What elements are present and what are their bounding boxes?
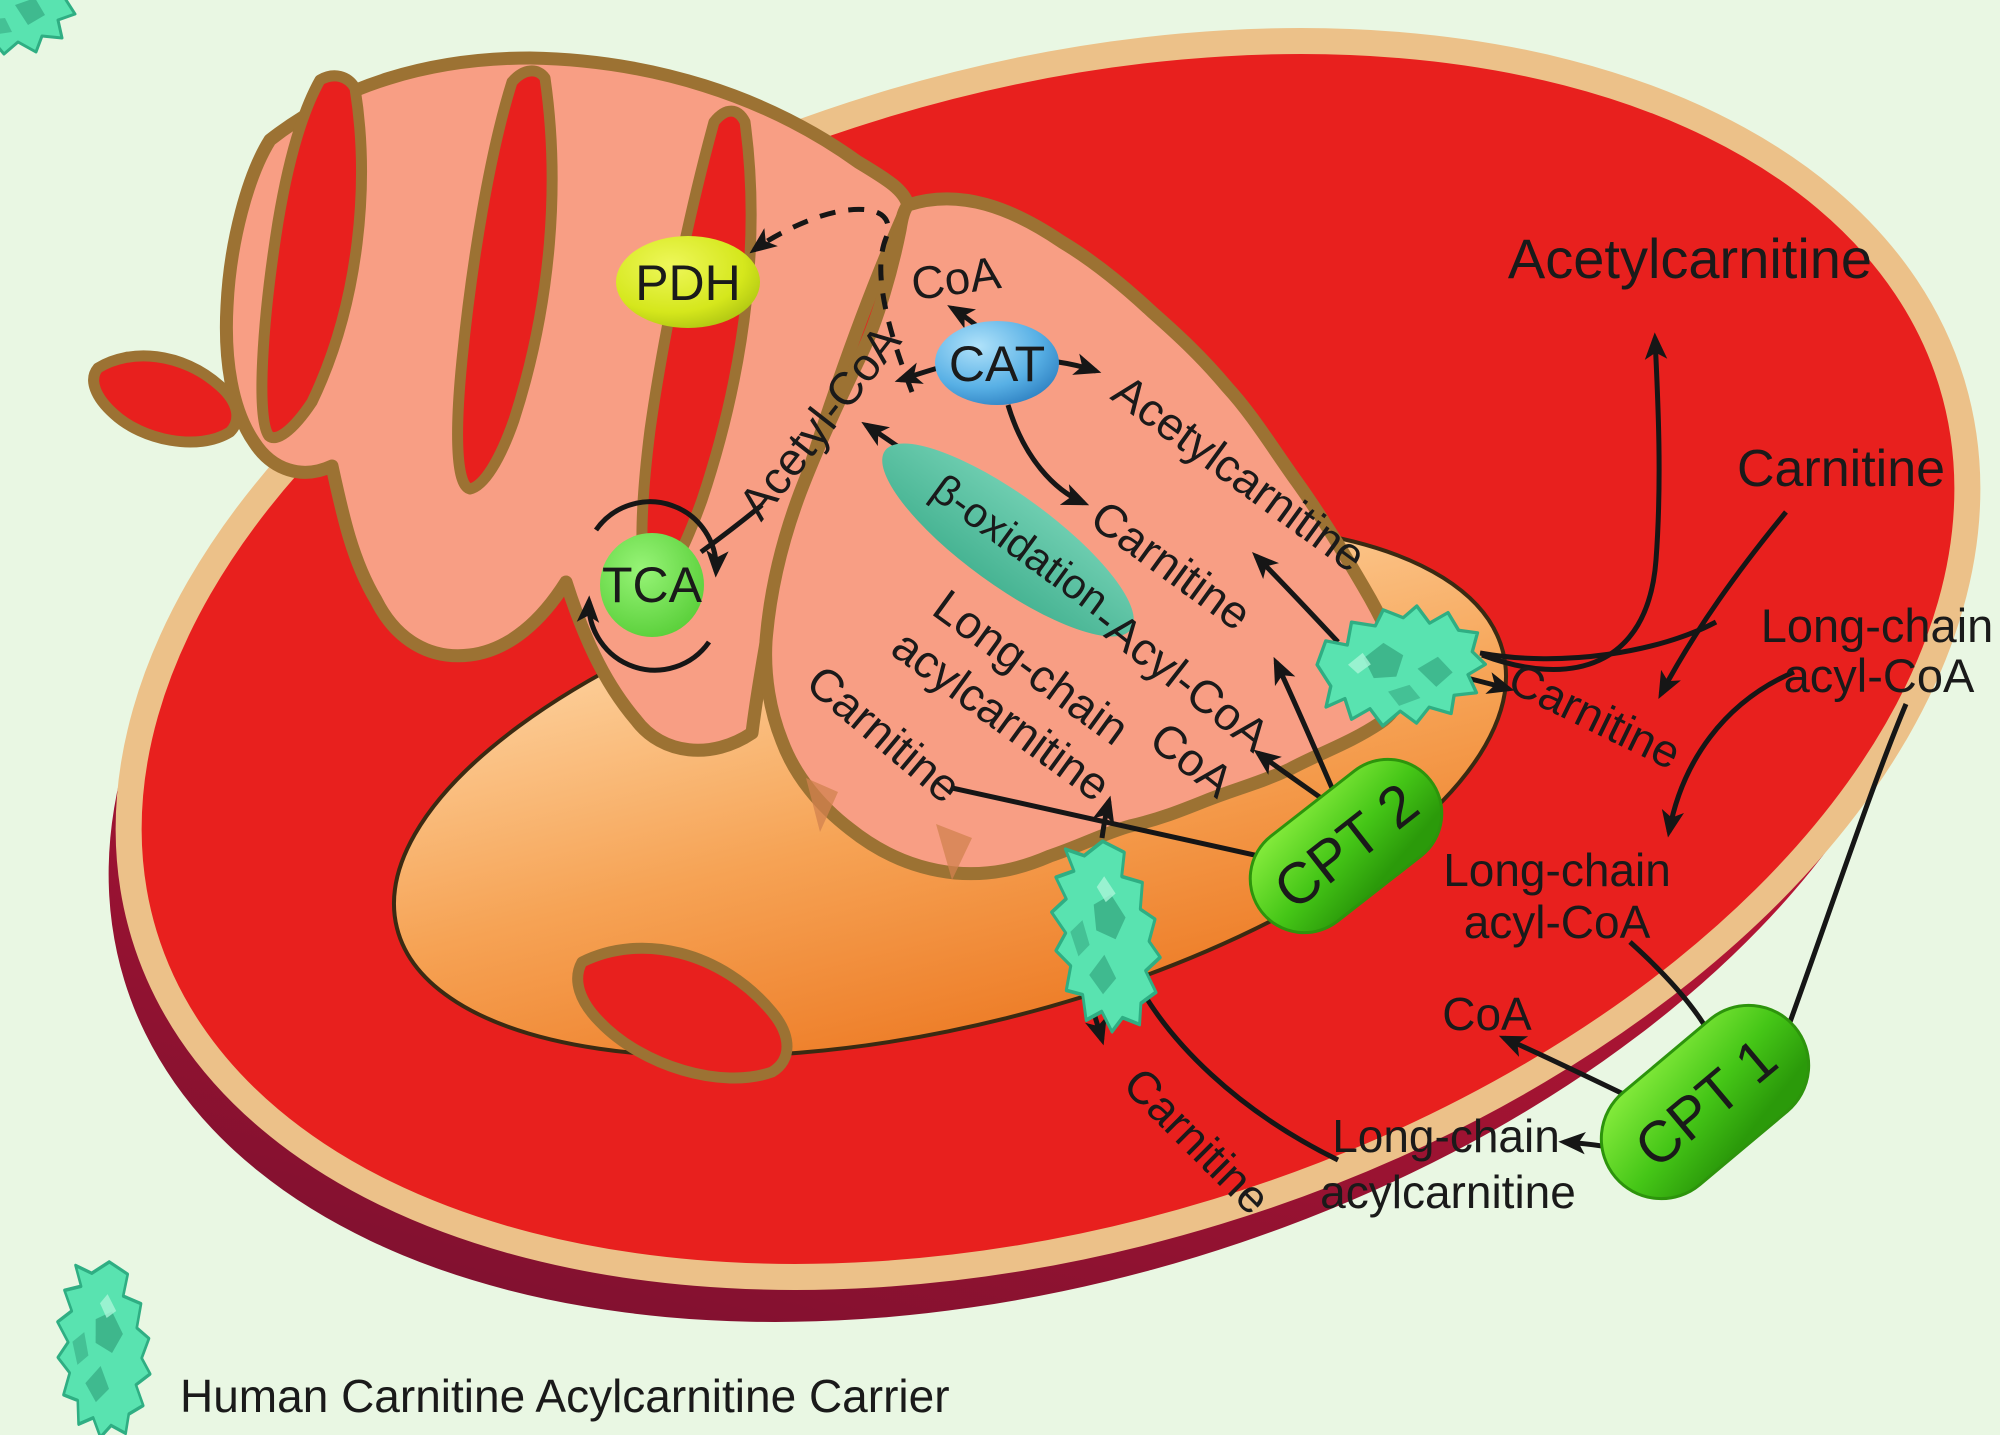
cat-label: CAT — [949, 336, 1045, 392]
matrix-notch — [806, 778, 838, 832]
arrow-lc-acylcoa-cytosol-in — [1661, 669, 1795, 838]
tca-label: TCA — [602, 557, 703, 613]
label-lc-acylcarnitine-ims-line1: Long-chain — [1332, 1110, 1560, 1162]
tca-cycle-arrow-top — [593, 499, 729, 578]
arrow-carrier-to-carnitine-matrix — [1252, 552, 1340, 644]
label-long-chain-ims: Long-chain — [1443, 844, 1671, 896]
matrix-chamber — [759, 192, 1409, 881]
tca-enzyme — [600, 533, 704, 637]
enzymes: PDH TCA CAT β-oxidation CPT 2 CPT 1 — [600, 236, 1811, 1201]
label-carnitine-cytosol: Carnitine — [1737, 440, 1945, 498]
arrow-cat-to-acetylcarnitine — [1057, 353, 1102, 375]
arrow-carrier-to-lc-acylcarnitine-matrix — [1092, 795, 1115, 839]
label-acyl-coa-ims: acyl-CoA — [1464, 896, 1651, 948]
label-lc-acylcarnitine-ims-line2: acylcarnitine — [1320, 1166, 1576, 1218]
arrow-cat-to-acetylcoa — [894, 362, 939, 384]
carnitine-acylcarnitine-carrier-legend-icon — [46, 1256, 161, 1435]
arrow-export-acetylcarnitine — [1481, 332, 1668, 672]
carrier-proteins — [0, 0, 1496, 1435]
line-acetylcoa-to-tca — [699, 503, 764, 555]
cat-enzyme — [935, 321, 1059, 405]
label-acetylcarnitine-cytosol: Acetylcarnitine — [1508, 227, 1872, 290]
arrow-acetylcoa-to-pdh — [749, 206, 915, 393]
line-carnitine-to-carrier — [1479, 619, 1718, 662]
legend-label: Human Carnitine Acylcarnitine Carrier — [180, 1370, 950, 1422]
label-coa-ims: CoA — [1442, 988, 1532, 1040]
pdh-enzyme — [616, 236, 760, 328]
beta-oxidation-enzyme — [882, 443, 1134, 637]
label-coa-matrix-top: CoA — [908, 246, 1004, 310]
cpt2-enzyme: CPT 2 — [1248, 757, 1444, 935]
legend: Human Carnitine Acylcarnitine Carrier — [180, 1370, 950, 1422]
matrix-notch — [936, 824, 972, 880]
label-acyl-coa-cytosol: acyl-CoA — [1784, 649, 1975, 702]
cpt1-enzyme: CPT 1 — [1599, 1003, 1811, 1201]
arrow-cat-to-carnitine — [1005, 404, 1090, 506]
tca-cycle-arrow-bottom — [576, 595, 712, 673]
line-cytosol-lc-acylcoa-to-cpt1 — [1771, 703, 1909, 1067]
arrow-cpt2-to-acylcoa — [1273, 656, 1335, 789]
pdh-label: PDH — [635, 255, 741, 311]
arrow-cpt1-to-coa — [1498, 1035, 1642, 1105]
arrow-carnitine-cytosol-in — [1658, 510, 1788, 699]
cristae-lumens — [88, 65, 793, 1084]
label-long-chain-cytosol: Long-chain — [1761, 599, 1994, 652]
